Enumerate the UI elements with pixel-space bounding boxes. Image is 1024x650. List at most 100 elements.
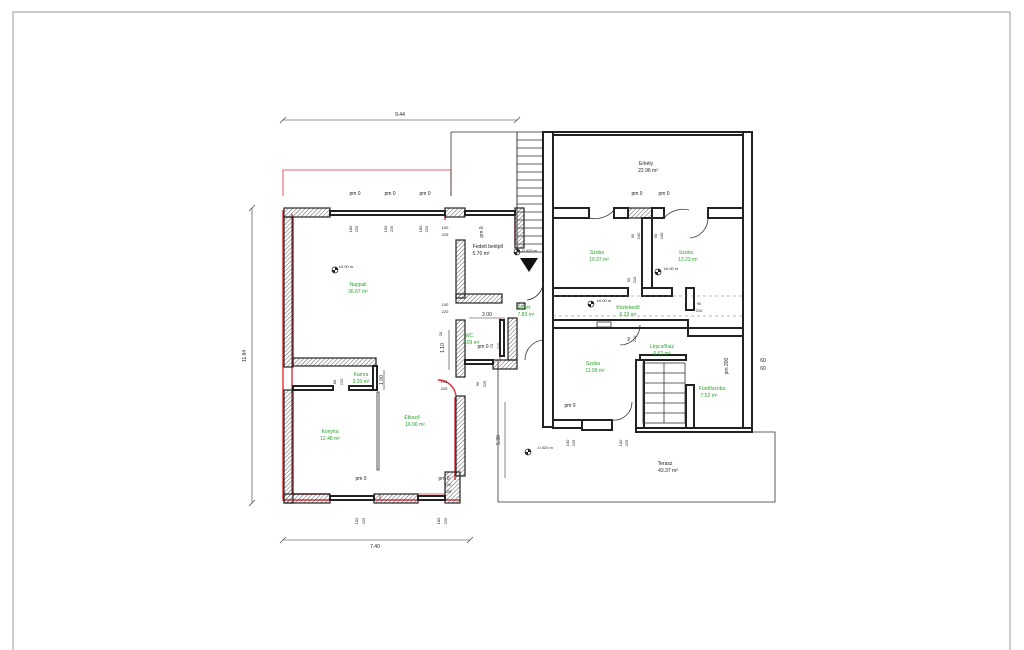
room-area: 13.23 m² [678,257,698,263]
opening-90: 90 [475,381,480,386]
level-text: ±0.00 m [339,264,354,269]
terrace-outline [497,295,776,503]
opening-240: 240 [636,232,641,239]
level-marker-icon [654,268,662,276]
opening-220: 220 [339,378,344,385]
opening-90: 90 [626,336,631,341]
level-marker-icon [331,266,339,274]
room-area: 12.48 m² [320,436,340,442]
opening-pm0: pm 0 [479,226,485,237]
opening-pm0: pm 0 [658,191,669,197]
room-name: Terasz [658,461,673,467]
room-area: 43.37 m² [658,468,678,474]
opening-180: 180 [418,225,423,232]
opening-90: 90 [653,233,658,238]
room-area: 3.20 m² [353,379,370,385]
room-area: 6.62 m² [654,351,671,357]
opening-80: 80 [332,379,337,384]
opening-90: 90 [626,277,631,282]
level-marker-icon [587,300,595,308]
dim-60b: 60 [760,366,766,372]
left-block-red-outline [282,169,516,501]
room-name: Szoba [586,361,600,367]
opening-225: 225 [389,225,394,232]
dim-top-width: 9.44 [395,112,405,118]
level-text: ±0.00 m [664,266,679,271]
opening-pm0: pm 0 [477,344,488,350]
opening-tags: pm 0 pm 0 pm 0 pm 0 pm 0 pm 0 pm 0 pm 0 … [332,191,730,524]
room-name: Erkély [639,161,653,167]
room-name: Fedett belépő [473,244,504,250]
room-area: 6.23 m² [620,312,637,318]
opening-100: 100 [442,225,449,230]
opening-225: 225 [445,489,452,494]
dim-60a: 60 [760,358,766,364]
room-area: 2.09 m² [463,340,480,346]
dim-1-10: 1.10 [440,343,446,353]
level-marker-icon [524,448,532,456]
room-name: Kamra [354,372,369,378]
room-name: Lépcsőház [650,344,675,350]
room-name: Előtér [517,305,530,311]
opening-180: 180 [348,225,353,232]
opening-210: 210 [496,342,501,349]
opening-100: 100 [445,482,452,487]
opening-100: 100 [442,302,449,307]
opening-180: 180 [436,517,441,524]
level-marker-icon [513,248,521,256]
dimension-lines [248,116,521,544]
dim-left-height: 11.84 [242,350,248,362]
left-block-walls [283,207,526,504]
opening-225: 225 [443,517,448,524]
room-name: Szoba [590,250,604,256]
opening-225: 225 [441,386,448,391]
opening-70: 70 [489,343,494,348]
room-area: 10.37 m² [589,257,609,263]
opening-225: 225 [424,225,429,232]
room-area: 11.99 m² [585,368,605,374]
opening-100: 100 [354,517,359,524]
dimension-texts: 9.44 7.40 11.84 5.30 2.00 1.10 1.00 60 6… [242,112,766,550]
room-name: Konyha [322,429,339,435]
level-text: ±0.00 m [597,298,612,303]
opening-225: 225 [442,232,449,237]
room-name: WC [465,333,474,339]
opening-20: 20 [438,331,443,336]
opening-pm0: pm 0 [438,476,449,482]
opening-90: 90 [630,233,635,238]
opening-210: 210 [696,308,703,313]
opening-225: 225 [571,439,576,446]
room-name: Szoba [679,250,693,256]
right-block-walls [542,131,753,433]
room-area: 7.83 m² [518,312,535,318]
door-swings [437,208,709,421]
dim-bottom-width: 7.40 [370,544,380,550]
dim-5-30: 5.30 [496,435,502,445]
room-area: 7.52 m² [701,393,718,399]
opening-pm0: pm 0 [349,191,360,197]
opening-240: 240 [659,232,664,239]
opening-220: 220 [442,309,449,314]
opening-100: 100 [441,379,448,384]
level-text: -0.020 m [537,445,553,450]
opening-225: 225 [624,439,629,446]
opening-pm200: pm 200 [724,357,730,374]
opening-210: 210 [632,276,637,283]
opening-pm0: pm 0 [631,191,642,197]
opening-pm0: pm 0 [384,191,395,197]
dim-1-00: 1.00 [379,375,385,385]
opening-225: 225 [354,225,359,232]
sheet-frame [12,11,1011,650]
entry-arrow-icon [520,258,538,272]
dim-2-00: 2.00 [482,312,492,318]
opening-100: 100 [565,439,570,446]
room-name: Étkező [404,414,420,421]
level-text: -0.020 m [521,248,537,253]
room-name: Nappali [350,282,367,288]
room-labels: Nappali 36.67 m² Kamra 3.20 m² Konyha 12… [320,161,725,474]
opening-100: 100 [618,439,623,446]
room-area: 5.70 m² [473,251,490,257]
opening-pm0: pm 0 [419,191,430,197]
room-area: 16.96 m² [405,422,425,428]
